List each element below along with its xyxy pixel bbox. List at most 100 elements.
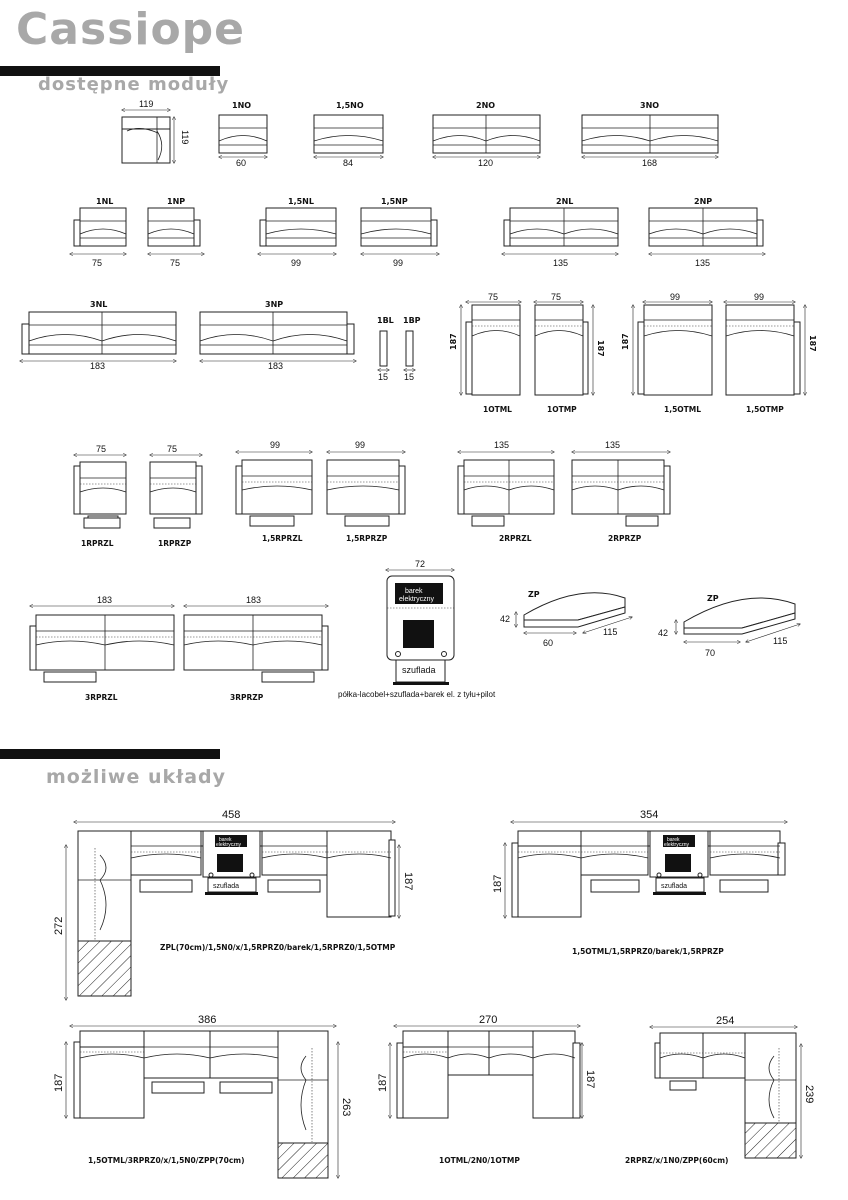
module-1-5rprzp: 99 1,5RPRZP [327,440,405,543]
module-barek: 72 barek elektryczny szuflada półka-laco… [338,559,496,699]
svg-text:42: 42 [500,614,510,624]
module-1no: 1NO 60 [219,101,267,168]
layout-3: 386 187 263 1,5OTML/3RPRZ0/x/1,5N0/ZPP(7… [53,1014,352,1178]
page-title: Cassiope [16,4,246,55]
svg-text:187: 187 [492,875,504,893]
module-1-5otmp: 99 187 1,5OTMP [724,292,817,414]
module-1bp: 1BP 15 [403,316,421,382]
module-2rprzp: 135 2RPRZP [572,440,670,543]
svg-text:135: 135 [695,258,710,268]
svg-text:1,5OTMP: 1,5OTMP [746,405,784,414]
layout-1: 458 272 187 barek elektryczny szuflada [53,809,414,1000]
svg-text:239: 239 [803,1085,815,1103]
svg-text:120: 120 [478,158,493,168]
svg-text:115: 115 [773,636,787,646]
svg-text:3NL: 3NL [90,300,107,309]
svg-text:99: 99 [393,258,403,268]
svg-text:1,5NO: 1,5NO [336,101,364,110]
svg-text:254: 254 [716,1015,734,1027]
module-corner: 119 119 [122,99,190,163]
svg-text:263: 263 [340,1098,352,1116]
svg-text:2NL: 2NL [556,197,573,206]
section-divider-bar [0,66,220,76]
svg-text:135: 135 [494,440,509,450]
svg-text:2NP: 2NP [694,197,712,206]
svg-text:187: 187 [53,1074,65,1092]
module-3rprzp: 183 3RPRZP [184,595,328,702]
svg-text:99: 99 [355,440,365,450]
svg-text:elektryczny: elektryczny [216,842,242,848]
svg-text:75: 75 [170,258,180,268]
svg-text:270: 270 [479,1014,497,1026]
svg-text:187: 187 [621,333,630,350]
module-1-5np: 1,5NP 99 [361,197,439,268]
svg-text:1OTMP: 1OTMP [547,405,577,414]
module-3no: 3NO 168 [582,101,718,168]
svg-text:15: 15 [404,372,414,382]
module-3np: 3NP 183 [200,300,356,371]
svg-text:1BP: 1BP [403,316,421,325]
svg-text:183: 183 [97,595,112,605]
svg-text:187: 187 [596,340,605,357]
svg-text:60: 60 [543,638,553,648]
layout-5: 254 239 2RPRZ/x/1N0/ZPP(60cm) [625,1015,815,1165]
svg-text:168: 168 [642,158,657,168]
layout-2: 354 187 barek elektryczny szuflada 1,5OT… [492,809,787,956]
svg-text:75: 75 [488,292,498,302]
svg-text:183: 183 [246,595,261,605]
svg-text:1,5OTML: 1,5OTML [664,405,701,414]
svg-text:1,5RPRZL: 1,5RPRZL [262,534,303,543]
svg-text:1,5NP: 1,5NP [381,197,408,206]
layout-1-caption: ZPL(70cm)/1,5N0/x/1,5RPRZ0/barek/1,5RPRZ… [160,943,396,952]
svg-text:szuflada: szuflada [661,883,687,890]
module-1bl: 1BL 15 [377,316,394,382]
module-2np: 2NP 135 [649,197,765,268]
svg-text:barek: barek [405,588,423,595]
svg-text:2RPRZL: 2RPRZL [499,534,532,543]
svg-text:półka-lacobel+szuflada+barek e: półka-lacobel+szuflada+barek el. z tyłu+… [338,690,496,699]
corner-width-dim: 119 [139,99,153,109]
svg-text:99: 99 [270,440,280,450]
svg-text:elektryczny: elektryczny [399,596,435,603]
svg-text:72: 72 [415,559,425,569]
module-1-5nl: 1,5NL 99 [258,197,336,268]
layout-3-caption: 1,5OTML/3RPRZ0/x/1,5N0/ZPP(70cm) [88,1156,245,1165]
svg-text:ZP: ZP [707,594,719,603]
module-1rprzl: 75 1RPRZL [74,444,126,548]
svg-text:barek: barek [667,837,680,843]
section-divider-bar [0,749,220,759]
svg-text:1RPRZP: 1RPRZP [158,539,192,548]
svg-text:1,5RPRZP: 1,5RPRZP [346,534,388,543]
svg-text:1NP: 1NP [167,197,185,206]
svg-text:60: 60 [236,158,246,168]
svg-text:ZP: ZP [528,590,540,599]
svg-text:70: 70 [705,648,715,658]
svg-text:75: 75 [167,444,177,454]
svg-text:szuflada: szuflada [402,665,436,675]
module-3nl: 3NL 183 [20,300,176,371]
svg-text:elektryczny: elektryczny [664,842,690,848]
module-1nl: 1NL 75 [70,197,126,268]
module-2nl: 2NL 135 [502,197,618,268]
svg-text:75: 75 [96,444,106,454]
svg-text:2RPRZP: 2RPRZP [608,534,642,543]
module-2rprzl: 135 2RPRZL [458,440,554,543]
svg-text:szuflada: szuflada [213,883,239,890]
svg-text:1NL: 1NL [96,197,113,206]
svg-text:187: 187 [584,1070,596,1088]
svg-text:187: 187 [808,335,817,352]
layout-4-caption: 1OTML/2N0/1OTMP [439,1156,520,1165]
svg-text:187: 187 [449,333,458,350]
module-1-5no: 1,5NO 84 [314,101,383,168]
svg-text:3NP: 3NP [265,300,283,309]
svg-text:1RPRZL: 1RPRZL [81,539,114,548]
module-zp-70: ZP 42 70 115 [658,594,800,658]
svg-text:183: 183 [90,361,105,371]
svg-text:1,5NL: 1,5NL [288,197,314,206]
module-1-5otml: 99 187 1,5OTML [621,292,712,414]
svg-text:3RPRZP: 3RPRZP [230,693,264,702]
module-1rprzp: 75 1RPRZP [150,444,202,548]
svg-text:183: 183 [268,361,283,371]
svg-text:99: 99 [670,292,680,302]
